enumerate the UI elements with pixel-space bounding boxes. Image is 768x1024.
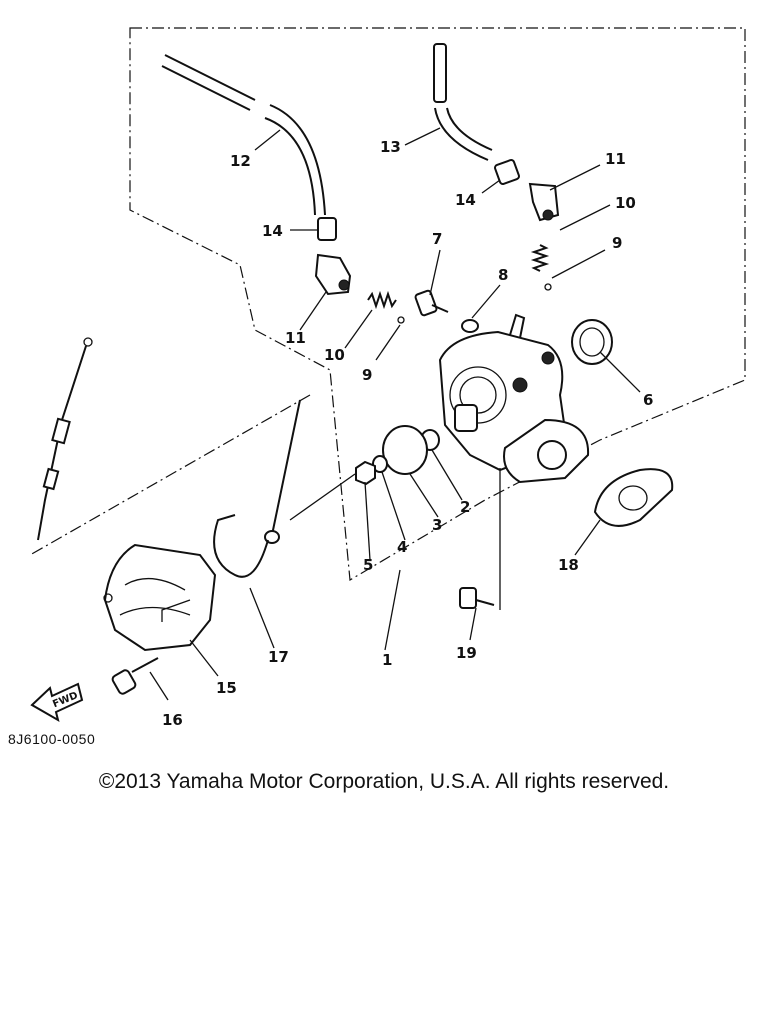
cover-15: [103, 543, 217, 652]
gasket-18: [593, 468, 674, 527]
callout-3: 3: [432, 516, 442, 534]
hose-13: [433, 43, 493, 161]
assembly-boundary: [129, 27, 746, 581]
callout-15: 15: [216, 679, 237, 697]
callout-10-right: 10: [615, 194, 636, 212]
copyright-notice: ©2013 Yamaha Motor Corporation, U.S.A. A…: [98, 770, 670, 793]
callout-10-left: 10: [324, 346, 345, 364]
cable-boundary: [29, 394, 311, 556]
pump-body-1: [438, 313, 590, 484]
fitting-14-right: [494, 159, 520, 185]
parts-diagram: 12 14 11 10 9 13 14 11 10 9 7 8 6 2 3 4 …: [29, 27, 746, 729]
callout-17: 17: [268, 648, 289, 666]
callout-14-left: 14: [262, 222, 283, 240]
screw-16: [111, 657, 159, 695]
callout-8: 8: [498, 266, 508, 284]
callout-14-right: 14: [455, 191, 476, 209]
bolt-19: [459, 587, 495, 609]
callout-9-right: 9: [612, 234, 622, 252]
callout-18: 18: [558, 556, 579, 574]
elbow-11-right: [528, 182, 560, 222]
callout-19: 19: [456, 644, 477, 662]
drawing-code: 8J6100-0050: [8, 731, 96, 747]
hose-12: [161, 54, 326, 216]
leader-lines: [149, 127, 641, 701]
bolt-7: [414, 289, 449, 317]
callout-12: 12: [230, 152, 251, 170]
elbow-11-left: [314, 253, 352, 296]
callout-11-left: 11: [285, 329, 306, 347]
callout-2: 2: [460, 498, 470, 516]
callout-4: 4: [397, 538, 407, 556]
spring-10-right: [530, 244, 550, 272]
spring-10-left: [367, 290, 397, 310]
fwd-arrow-icon: FWD: [30, 682, 84, 723]
callout-11-right: 11: [605, 150, 626, 168]
callout-6: 6: [643, 391, 653, 409]
callout-9-left: 9: [362, 366, 372, 384]
ball-9-left: [397, 316, 405, 324]
ball-9-right: [544, 283, 552, 291]
fitting-14-left: [317, 217, 337, 241]
throttle-cable: [37, 337, 93, 541]
callout-5: 5: [363, 556, 373, 574]
seal-6: [571, 319, 613, 365]
plate-3: [382, 425, 428, 475]
callout-13: 13: [380, 138, 401, 156]
nut-5: [355, 460, 376, 486]
cable-17: [213, 399, 301, 578]
washer-8: [461, 319, 479, 333]
washer-4: [372, 455, 388, 473]
callout-1: 1: [382, 651, 392, 669]
callout-7: 7: [432, 230, 442, 248]
callout-16: 16: [162, 711, 183, 729]
